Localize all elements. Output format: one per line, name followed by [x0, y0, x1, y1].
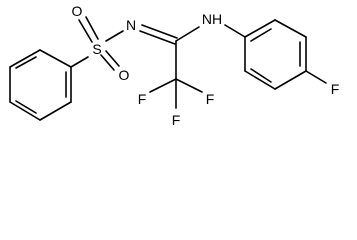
double-bond: [78, 19, 93, 43]
oxygen-atom-bottom: O: [119, 67, 130, 83]
fluorine-atom-right: F: [206, 91, 215, 107]
double-bond: [85, 16, 99, 40]
double-bond-inner: [15, 100, 37, 114]
double-bond: [100, 54, 115, 71]
fluorine-atom-left: F: [138, 91, 147, 107]
bond: [274, 19, 307, 38]
fluorophenyl-ring: [244, 19, 307, 90]
double-bond-inner: [250, 68, 272, 83]
double-bond-inner: [15, 56, 37, 69]
bond: [224, 24, 246, 38]
bond: [175, 78, 203, 93]
bond: [305, 70, 327, 84]
chemical-structure: S O O N NH F F F F: [9, 3, 340, 128]
fluorine-atom-bottom: F: [172, 112, 181, 128]
double-bond: [139, 30, 176, 45]
bond: [244, 70, 276, 90]
double-bond: [105, 50, 120, 67]
bond: [175, 26, 200, 42]
oxygen-atom-top: O: [72, 3, 83, 19]
fluorine-atom-aryl: F: [331, 81, 340, 97]
double-bond: [141, 24, 178, 39]
bond: [39, 101, 72, 121]
structure-canvas: S O O N NH F F F F: [9, 3, 340, 128]
imine-nitrogen-atom: N: [126, 17, 136, 33]
amine-nh-group: NH: [202, 11, 222, 27]
bond: [9, 49, 41, 68]
bond: [70, 56, 89, 68]
bond: [39, 49, 72, 68]
bond: [149, 78, 177, 93]
bond: [105, 30, 124, 42]
double-bond-inner: [250, 28, 272, 42]
phenyl-ring: [9, 49, 72, 121]
bond: [9, 101, 41, 121]
bond: [244, 19, 276, 38]
sulfur-atom: S: [92, 41, 101, 57]
bond: [274, 70, 307, 90]
